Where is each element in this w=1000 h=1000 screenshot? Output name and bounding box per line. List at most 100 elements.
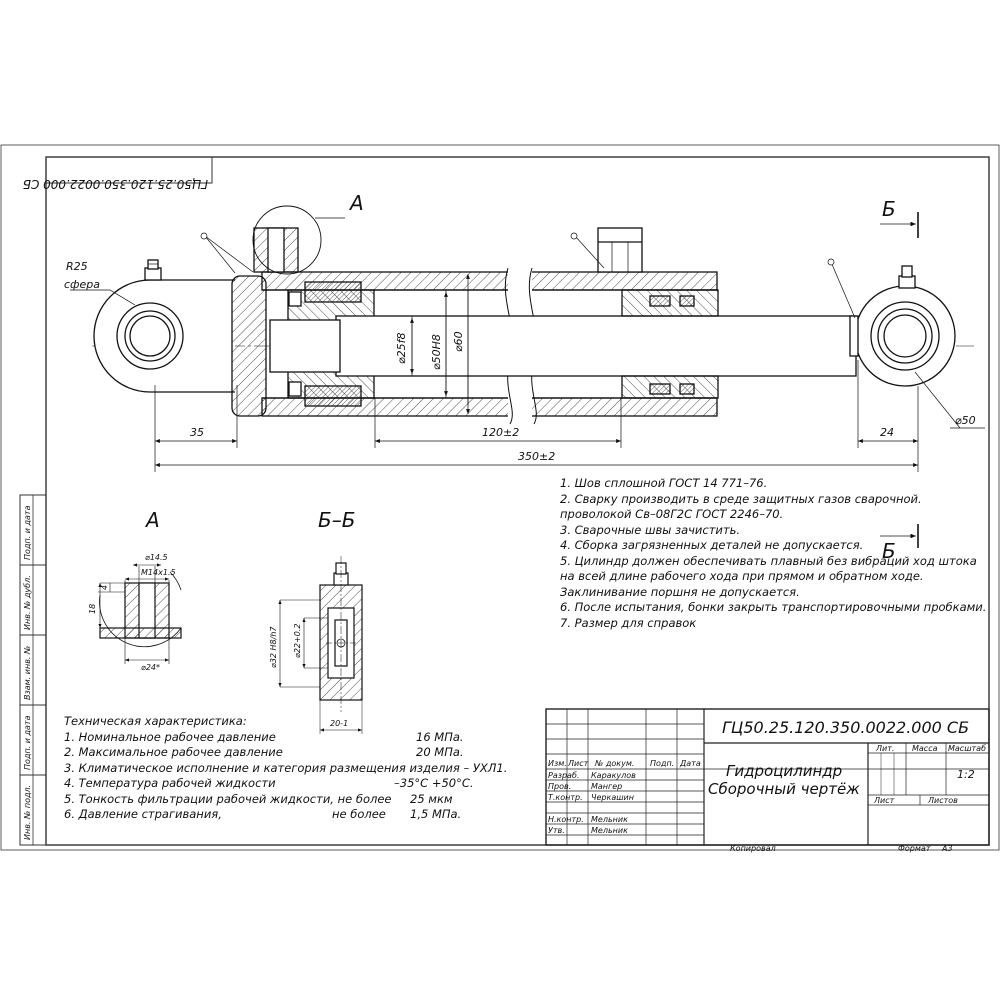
note-line: 1. Шов сплошной ГОСТ 14 771–76. [560, 476, 768, 490]
dim-120: 120±2 [482, 426, 519, 439]
tech-title: Техническая характеристика: [64, 714, 247, 728]
note-line: 7. Размер для справок [560, 615, 697, 630]
label-r25: R25 [66, 260, 88, 273]
scale-value: 1:2 [957, 768, 975, 781]
dim-24: 24 [880, 426, 894, 439]
label-section-b-top: Б [882, 197, 896, 221]
detail-a-d145: ⌀14.5 [145, 553, 168, 562]
name-4: Мельник [591, 815, 628, 824]
note-line: 2. Сварку производить в среде защитных г… [560, 491, 922, 506]
detail-b-d22: ⌀22+0.2 [293, 624, 302, 658]
role-1: Пров. [548, 782, 571, 791]
col-list: Лист [567, 759, 589, 768]
role-4: Н.контр. [548, 815, 584, 824]
main-view-labels: R25 сфера А Б Б ⌀25f8 ⌀50H8 ⌀60 ⌀50 35 1… [64, 191, 976, 563]
tech-row: 2. Максимальное рабочее давление 20 МПа. [64, 745, 484, 761]
title-block [545, 708, 990, 846]
left-eye [93, 279, 235, 393]
tech-value: 16 МПа. [416, 729, 464, 744]
note-line: 6. После испытания, бонки закрыть трансп… [560, 600, 987, 614]
sheet-label: Лист [873, 796, 895, 805]
format-value: А3 [941, 844, 953, 853]
col-sign: Подп. [650, 759, 674, 768]
detail-b-width: 20-1 [330, 719, 348, 728]
tech-value: 20 МПа. [416, 745, 464, 759]
dim-d60: ⌀60 [452, 331, 465, 352]
dim-35: 35 [190, 426, 204, 439]
piston-rod [335, 315, 857, 377]
note-line: проволокой Св–08Г2С ГОСТ 2246–70. [560, 507, 784, 521]
col-date: Дата [679, 759, 701, 768]
name-2: Черкашин [591, 793, 634, 802]
tech-title-row: Техническая характеристика: [64, 714, 484, 730]
left-strip-cell: Подп. и дата [23, 505, 32, 560]
detail-b-d32: ⌀32 H8/h7 [269, 626, 278, 668]
product-name: Гидроцилиндр [726, 762, 842, 780]
designation: ГЦ50.25.120.350.0022.000 СБ [722, 718, 969, 737]
tech-row: 6. Давление страгивания, не более 1,5 МП… [64, 807, 484, 823]
tech-value: –35°С +50°С. [394, 776, 474, 790]
tech-label: 3. Климатическое исполнение и категория … [64, 760, 508, 775]
technical-requirements: 1. Шов сплошной ГОСТ 14 771–76. 2. Сварк… [560, 476, 987, 631]
tech-label: 4. Температура рабочей жидкости [64, 776, 276, 790]
sheet-frame [0, 144, 1000, 851]
tech-label: 5. Тонкость фильтрации рабочей жидкости,… [64, 791, 392, 806]
right-eye-bore [870, 301, 940, 371]
document-type: Сборочный чертёж [708, 780, 860, 798]
detail-a-labels: А ⌀14.5 M14x1.5 ⌀24* 18 4 [88, 508, 176, 672]
label-sphere: сфера [64, 278, 100, 291]
col-izm: Изм. [548, 759, 567, 768]
detail-a-side18: 18 [88, 604, 97, 614]
detail-b [278, 556, 363, 734]
title-block-text: ГЦ50.25.120.350.0022.000 СБ Гидроцилиндр… [548, 718, 986, 853]
detail-b-title: Б–Б [318, 508, 355, 532]
cylinder-assembly [70, 205, 985, 548]
col-doc: № докум. [594, 759, 634, 768]
format-label: Формат [898, 844, 931, 853]
tech-value: 1,5 МПа. [410, 807, 462, 821]
name-0: Каракулов [591, 771, 636, 780]
detail-a-side4: 4 [100, 585, 109, 590]
tech-row: 1. Номинальное рабочее давление 16 МПа. [64, 730, 484, 746]
port-boss-b [597, 227, 643, 273]
tech-row: 5. Тонкость фильтрации рабочей жидкости,… [64, 792, 484, 808]
sheets-label: Листов [927, 796, 958, 805]
tech-label: 1. Номинальное рабочее давление [64, 729, 276, 744]
left-strip-cell: Подп. и дата [23, 715, 32, 770]
note-line: на всей длине рабочего хода при прямом и… [560, 569, 924, 583]
detail-a-d24: ⌀24* [141, 663, 160, 672]
left-eye-bore [116, 302, 184, 370]
detail-a-title: А [144, 508, 160, 532]
end-cap [231, 275, 267, 417]
role-2: Т.контр. [548, 793, 583, 802]
technical-characteristics: Техническая характеристика: 1. Номинальн… [64, 714, 507, 823]
role-5: Утв. [548, 826, 565, 835]
scale-label: Масштаб [948, 744, 986, 753]
left-strip-cell: Взам. инв. № [23, 646, 32, 700]
dim-d25: ⌀25f8 [395, 333, 408, 365]
dim-d50: ⌀50H8 [430, 334, 443, 370]
name-5: Мельник [591, 826, 628, 835]
detail-a-thread: M14x1.5 [141, 568, 176, 577]
copied-label: Копировал [730, 844, 776, 853]
detail-a [98, 563, 182, 664]
tech-label: 6. Давление страгивания, [64, 807, 222, 821]
note-line: 4. Сборка загрязненных деталей не допуск… [560, 538, 864, 552]
role-0: Разраб. [548, 771, 579, 780]
tech-label: 2. Максимальное рабочее давление [64, 745, 283, 759]
name-1: Мангер [591, 782, 622, 791]
tech-mid: не более [332, 807, 386, 821]
right-eye [854, 285, 956, 387]
label-section-b-bottom: Б [882, 539, 896, 563]
tech-row: 4. Температура рабочей жидкости –35°С +5… [64, 776, 484, 792]
lit-label: Лит. [875, 744, 894, 753]
note-line: 5. Цилиндр должен обеспечивать плавный б… [560, 553, 977, 568]
mass-label: Масса [912, 744, 938, 753]
tech-row: 3. Климатическое исполнение и категория … [64, 761, 507, 777]
detail-b-labels: Б–Б ⌀32 H8/h7 ⌀22+0.2 20-1 [269, 508, 355, 728]
left-strip-cell: Инв. № дубл. [23, 575, 32, 630]
left-strip: Инв. № подл. Подп. и дата Взам. инв. № И… [23, 505, 32, 840]
dim-350: 350±2 [518, 450, 555, 463]
tech-value: 25 мкм [410, 791, 453, 806]
